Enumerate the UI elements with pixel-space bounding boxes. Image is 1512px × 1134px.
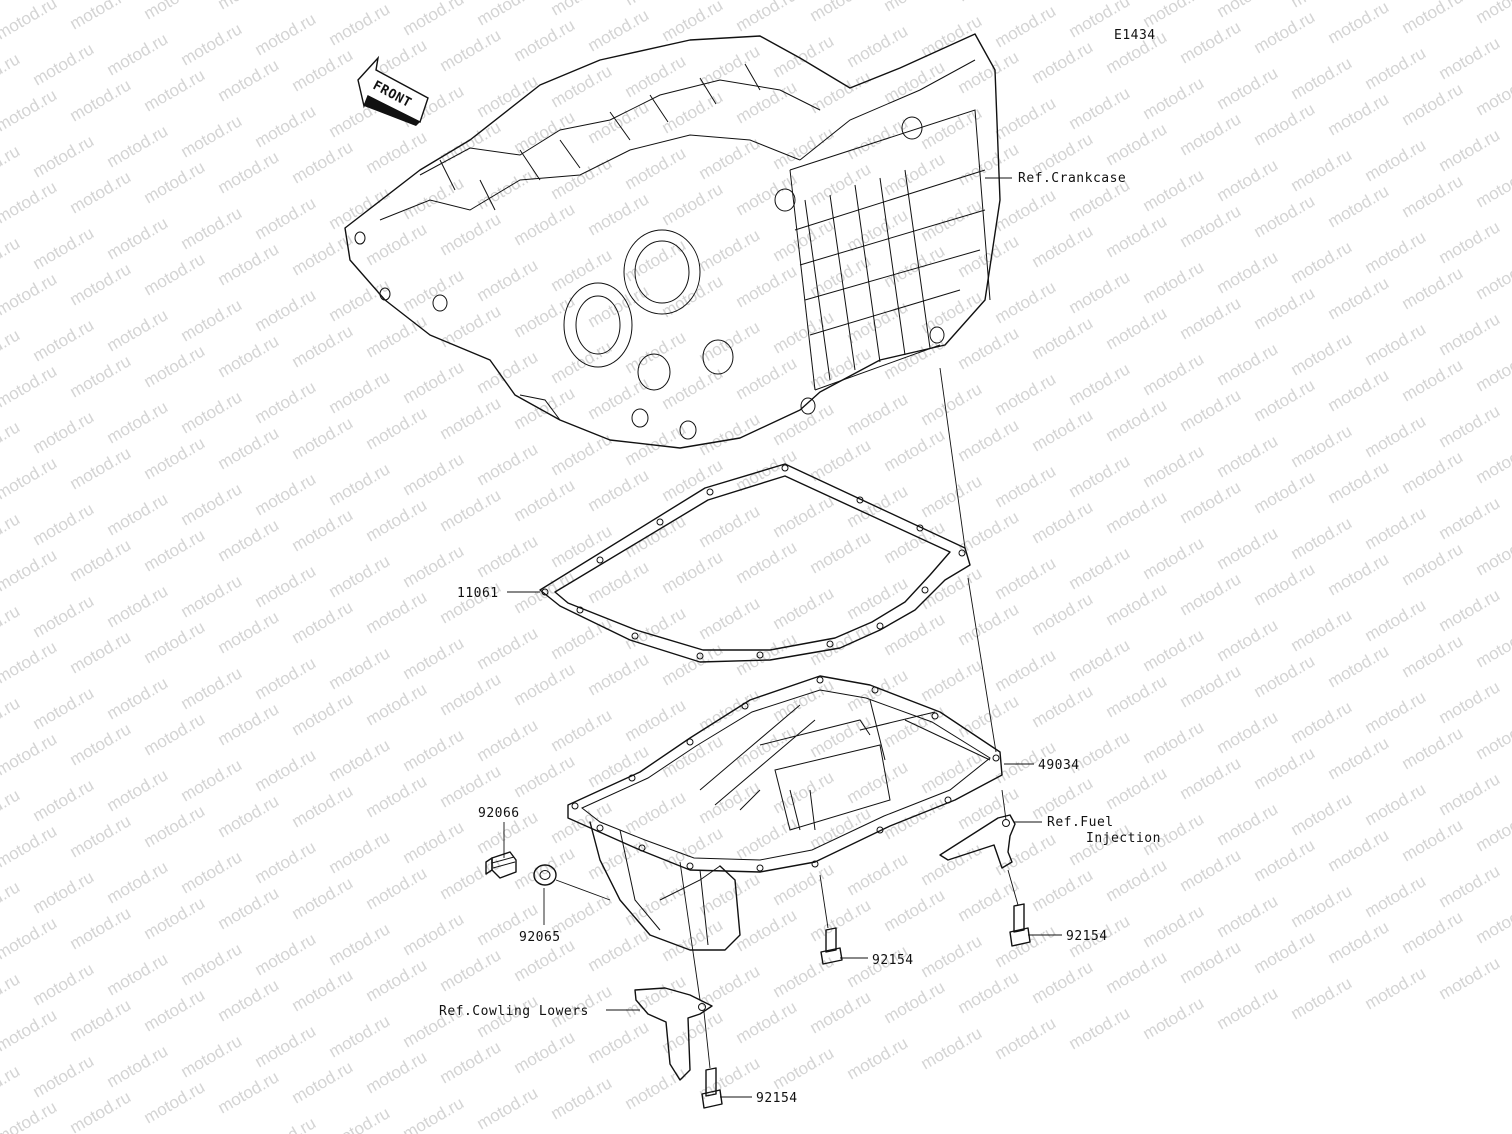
- bolt-center-drawing: [820, 927, 843, 965]
- bolt-hole: [944, 796, 952, 804]
- diagram-code: E1434: [1114, 28, 1156, 43]
- label-bolt-92154-center: 92154: [872, 953, 914, 968]
- leader-lines: [503, 177, 1062, 1098]
- bolt-hole: [656, 518, 664, 526]
- label-ref-fuel: Ref.Fuel: [1047, 815, 1114, 830]
- bolt-hole: [958, 549, 966, 557]
- bolt-hole: [811, 860, 819, 868]
- bolt-hole: [686, 738, 694, 746]
- bolt-hole: [856, 496, 864, 504]
- bolt-hole: [931, 712, 939, 720]
- bolt-hole: [992, 754, 1000, 762]
- gasket-drawing: [539, 463, 971, 663]
- bolt-hole: [638, 844, 646, 852]
- bolt-hole: [541, 588, 549, 596]
- bolt-hole: [686, 862, 694, 870]
- oil-pan-drawing: [567, 675, 1003, 951]
- label-oil-pan-49034: 49034: [1038, 758, 1080, 773]
- cowling-bracket-drawing: [634, 987, 713, 1081]
- bolt-hole: [756, 651, 764, 659]
- washer-drawing: [533, 864, 557, 886]
- label-ref-cowling-lowers: Ref.Cowling Lowers: [439, 1004, 589, 1019]
- bolt-hole: [816, 676, 824, 684]
- label-ref-crankcase: Ref.Crankcase: [1018, 171, 1126, 186]
- bolt-hole: [871, 686, 879, 694]
- label-gasket-11061: 11061: [457, 586, 499, 601]
- bolt-hole: [596, 824, 604, 832]
- label-drain-plug-92066: 92066: [478, 806, 520, 821]
- crankcase-drawing: [344, 33, 1001, 449]
- bolt-hole: [706, 488, 714, 496]
- bolt-hole: [741, 702, 749, 710]
- bolt-hole: [631, 632, 639, 640]
- bolt-bottom-drawing: [701, 1067, 723, 1109]
- bolt-hole: [826, 640, 834, 648]
- bolt-hole: [876, 622, 884, 630]
- bolt-hole: [596, 556, 604, 564]
- bolt-hole: [571, 802, 579, 810]
- bolt-hole: [921, 586, 929, 594]
- bolt-hole: [576, 606, 584, 614]
- label-injection: Injection: [1086, 831, 1161, 846]
- bolt-hole: [756, 864, 764, 872]
- bolt-hole: [696, 652, 704, 660]
- bolt-hole: [876, 826, 884, 834]
- label-washer-92065: 92065: [519, 930, 561, 945]
- bolt-hole: [781, 464, 789, 472]
- bolt-hole: [916, 524, 924, 532]
- label-bolt-92154-right: 92154: [1066, 929, 1108, 944]
- bolt-right-drawing: [1009, 903, 1031, 947]
- label-bolt-92154-bottom: 92154: [756, 1091, 798, 1106]
- bolt-hole: [628, 774, 636, 782]
- drain-plug-drawing: [485, 851, 517, 879]
